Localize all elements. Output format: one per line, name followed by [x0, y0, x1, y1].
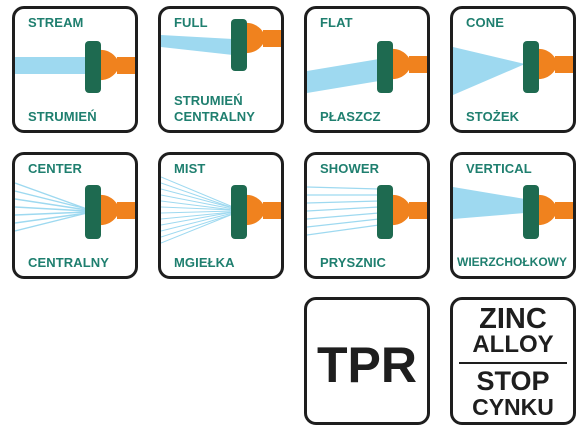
flat-spray-icon — [307, 41, 427, 93]
stream-spray-icon — [15, 41, 135, 93]
tile-stream: STREAM STRUMIEŃ — [12, 6, 138, 133]
pattern-title: CENTER — [28, 161, 83, 176]
tile-full: FULL STRUMIEŃ CENTRALNY — [158, 6, 284, 133]
tile-flat: FLAT PŁASZCZ — [304, 6, 430, 133]
pattern-subtitle: STRUMIEŃ — [28, 109, 97, 124]
center-spray-icon — [15, 182, 135, 239]
pattern-subtitle: STOŻEK — [466, 109, 520, 124]
pattern-subtitle: CENTRALNY — [28, 255, 110, 270]
pattern-title: CONE — [466, 15, 504, 30]
tile-vertical: VERTICAL WIERZCHOŁKOWY — [450, 152, 576, 279]
material-tpr-text: TPR — [317, 337, 417, 393]
tile-tpr: TPR — [304, 297, 430, 425]
material-divider — [459, 362, 567, 364]
pattern-title: FULL — [174, 15, 208, 30]
pattern-title: FLAT — [320, 15, 353, 30]
material-zinc-line3: STOP — [476, 366, 550, 396]
pattern-title: VERTICAL — [466, 161, 532, 176]
material-zinc-line1: ZINC — [479, 303, 547, 335]
tile-zinc-alloy: ZINC ALLOY STOP CYNKU — [450, 297, 576, 425]
vertical-spray-icon — [453, 185, 573, 239]
pattern-subtitle: WIERZCHOŁKOWY — [457, 255, 567, 269]
pattern-subtitle: PŁASZCZ — [320, 109, 381, 124]
pattern-subtitle-line: CENTRALNY — [174, 109, 256, 124]
tile-cone: CONE STOŻEK — [450, 6, 576, 133]
pattern-title: STREAM — [28, 15, 84, 30]
full-spray-icon — [161, 19, 281, 71]
pattern-subtitle: MGIEŁKA — [174, 255, 235, 270]
shower-spray-icon — [307, 185, 427, 239]
tile-shower: SHOWER PRYSZNIC — [304, 152, 430, 279]
cone-spray-icon — [453, 41, 573, 95]
pattern-subtitle: PRYSZNIC — [320, 255, 387, 270]
pattern-title: SHOWER — [320, 161, 380, 176]
pattern-subtitle: STRUMIEŃ CENTRALNY — [174, 93, 255, 125]
mist-spray-icon — [161, 176, 281, 244]
tile-center: CENTER CENTRALNY — [12, 152, 138, 279]
pattern-subtitle-line: STRUMIEŃ — [174, 93, 243, 108]
material-zinc-line2: ALLOY — [472, 331, 554, 358]
material-zinc-line4: CYNKU — [472, 394, 554, 420]
pattern-title: MIST — [174, 161, 206, 176]
tile-mist: MIST MGIEŁKA — [158, 152, 284, 279]
